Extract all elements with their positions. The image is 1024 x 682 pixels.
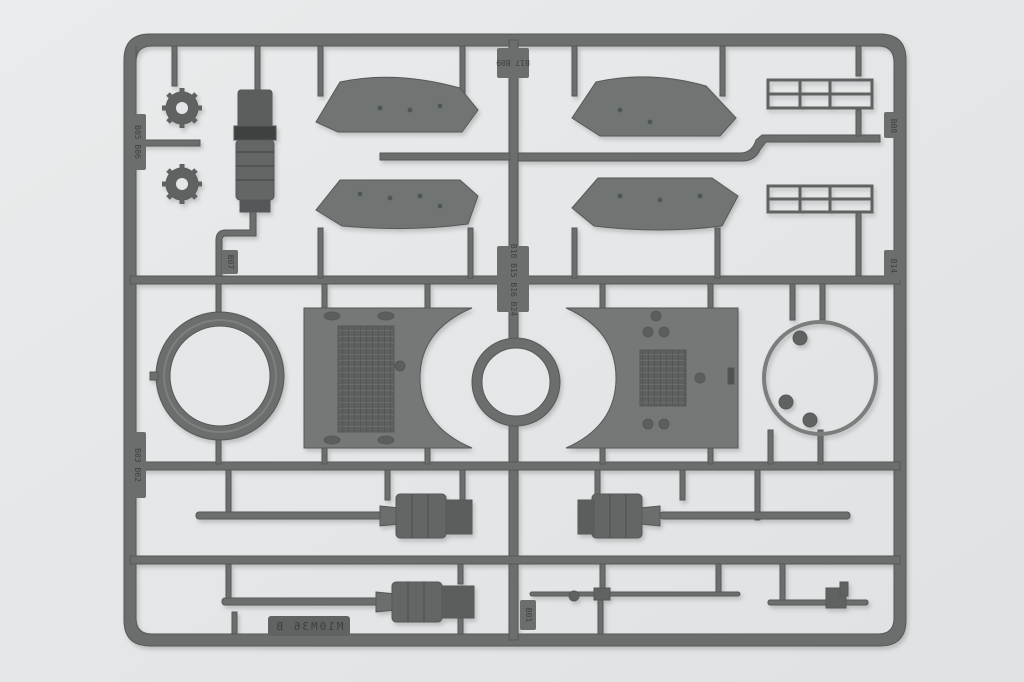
rack-upper — [766, 78, 874, 110]
gate-ring-left — [149, 371, 159, 381]
label-tag-right-lower — [520, 600, 536, 630]
sprocket-wheel-upper — [162, 88, 202, 128]
engine-part — [215, 89, 277, 277]
label-tag-left-lower — [128, 432, 146, 498]
rack-lower — [766, 184, 874, 214]
runner-upper-left — [379, 152, 511, 161]
label-right-upper: B08 — [889, 119, 898, 134]
gun-barrel-right-1 — [577, 493, 851, 539]
label-left-upper: B05 B06 — [133, 125, 142, 159]
label-mid-center: B18 B15 B16 B24 — [509, 244, 518, 316]
label-tag-left-upper — [128, 114, 146, 170]
deck-plate-right — [565, 307, 739, 449]
label-tag-top-center — [497, 48, 529, 78]
kit-name-plate: M10M36 B — [268, 616, 350, 636]
machine-gun — [767, 581, 869, 609]
label-left-lower: B03 B02 — [133, 448, 142, 482]
gun-barrel-left-1 — [195, 493, 473, 539]
machine-gun-barrel — [529, 587, 741, 602]
sprue-frame — [123, 33, 907, 647]
label-right-mid: B14 — [889, 259, 898, 274]
gates — [171, 45, 862, 635]
sprocket-wheel-lower — [162, 164, 202, 204]
turret-lower-left — [315, 179, 479, 230]
turret-upper-right — [571, 76, 737, 137]
label-tag-left-mid — [222, 250, 238, 274]
gun-barrel-left-2 — [221, 581, 475, 623]
center-ring — [471, 337, 561, 427]
label-right-lower: B01 — [524, 608, 533, 623]
label-top-center: B17 B09 — [496, 58, 530, 67]
turret-upper-left — [315, 76, 479, 133]
turret-lower-right — [571, 177, 739, 231]
runner-h2 — [129, 461, 901, 471]
label-tag-mid-center — [497, 246, 529, 312]
turret-ring-left — [155, 311, 285, 441]
label-left-mid: B07 — [226, 255, 235, 270]
runner-upper-right — [517, 134, 881, 162]
runner-h3 — [129, 555, 901, 565]
label-tag-right-mid — [884, 250, 902, 280]
deck-plate-left — [303, 307, 473, 449]
hatch-ring-right — [762, 320, 878, 436]
label-tag-right-upper — [884, 112, 902, 138]
